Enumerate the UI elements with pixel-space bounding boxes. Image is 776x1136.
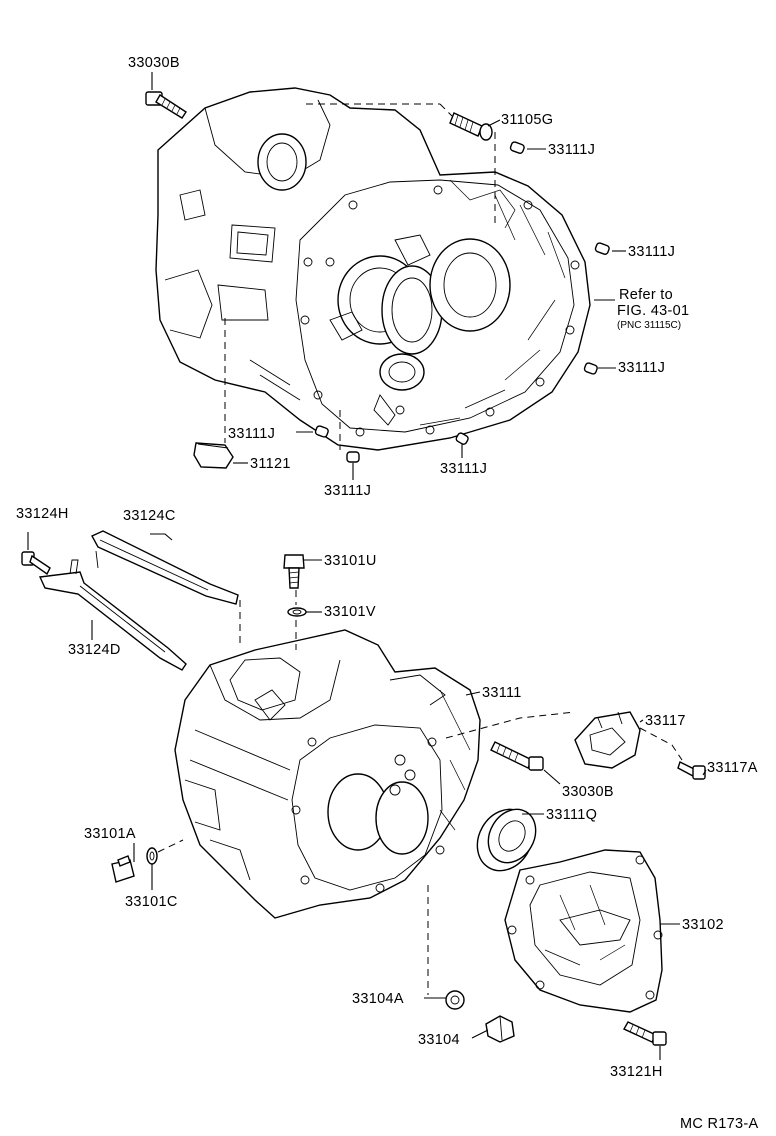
bolt-33030b-top xyxy=(145,91,187,119)
washer-33101v xyxy=(287,607,307,617)
shift-rod-33124c xyxy=(91,530,239,605)
label-33111j-f: 33111J xyxy=(440,461,487,477)
label-33030b-top: 33030B xyxy=(128,55,180,71)
plug-33101a xyxy=(111,855,135,883)
label-refer-line1: Refer to xyxy=(619,287,673,303)
label-33111j-b: 33111J xyxy=(628,244,675,260)
label-33117a: 33117A xyxy=(707,760,758,776)
label-33101c: 33101C xyxy=(125,894,178,910)
label-33104a: 33104A xyxy=(352,991,404,1007)
label-33124c: 33124C xyxy=(123,508,176,524)
gasket-33104a xyxy=(445,990,465,1010)
clutch-housing xyxy=(155,87,591,451)
breather-plug-33101u xyxy=(283,554,305,589)
cover-31121 xyxy=(193,442,234,469)
label-refer-line3: (PNC 31115C) xyxy=(617,320,681,331)
label-31121: 31121 xyxy=(250,456,291,472)
label-refer-line2: FIG. 43-01 xyxy=(617,303,689,319)
label-33111q: 33111Q xyxy=(546,807,597,823)
label-33101v: 33101V xyxy=(324,604,376,620)
bolt-33117a xyxy=(677,761,706,780)
label-33111: 33111 xyxy=(482,685,522,701)
bolt-33124h xyxy=(21,551,51,576)
stud-31105g xyxy=(449,112,493,141)
label-33124h: 33124H xyxy=(16,506,69,522)
label-33030b-mid: 33030B xyxy=(562,784,614,800)
bolt-33030b-mid xyxy=(490,741,544,771)
figure-code: MC R173-A xyxy=(680,1116,758,1132)
leader-31105g xyxy=(487,119,501,127)
bracket-33117 xyxy=(574,711,641,769)
label-33111j-d: 33111J xyxy=(228,426,275,442)
label-33124d: 33124D xyxy=(68,642,121,658)
label-33117: 33117 xyxy=(645,713,686,729)
label-33111j-e: 33111J xyxy=(324,483,371,499)
label-33111j-a: 33111J xyxy=(548,142,595,158)
dowel-pins-33111j xyxy=(314,141,610,463)
bolt-33121h xyxy=(623,1021,667,1046)
transaxle-case-33111 xyxy=(174,629,481,919)
label-33102: 33102 xyxy=(682,917,724,933)
oil-seal-33111q xyxy=(476,808,537,872)
plug-33104 xyxy=(485,1015,515,1043)
transfer-cover-33102 xyxy=(504,849,663,1013)
label-33101a: 33101A xyxy=(84,826,136,842)
gasket-33101c xyxy=(146,847,158,865)
label-33111j-c: 33111J xyxy=(618,360,665,376)
shift-rod-33124d xyxy=(38,559,187,671)
label-33121h: 33121H xyxy=(610,1064,663,1080)
label-31105g: 31105G xyxy=(501,112,553,128)
label-33104: 33104 xyxy=(418,1032,460,1048)
label-33101u: 33101U xyxy=(324,553,377,569)
